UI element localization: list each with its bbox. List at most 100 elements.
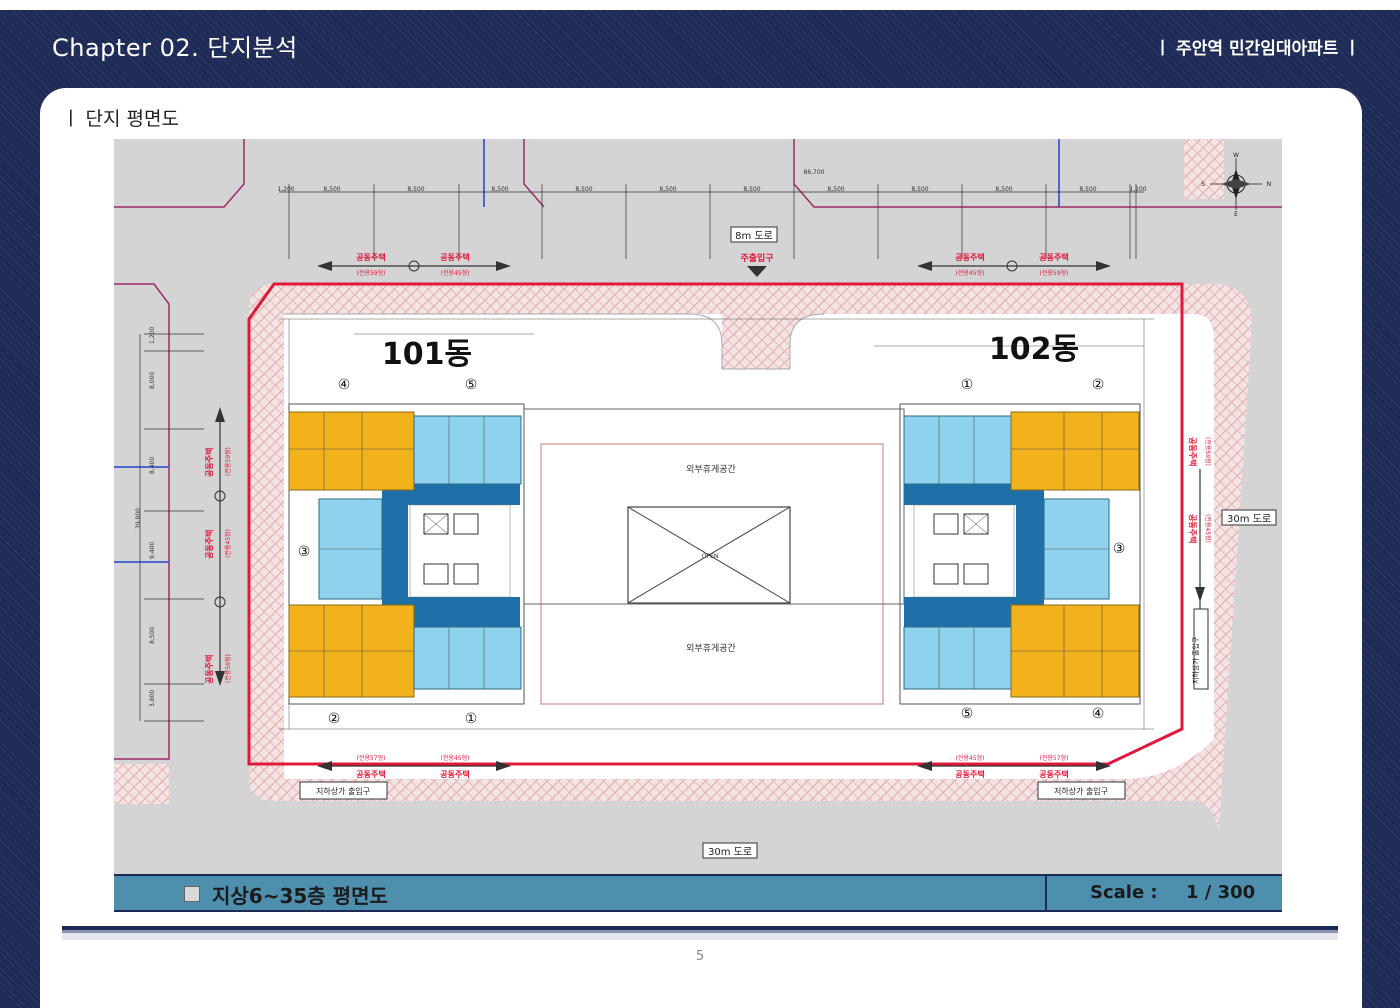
dim-end-left: 1,200 xyxy=(277,186,294,193)
unit-number: ③ xyxy=(1113,541,1126,557)
type-label: (전용59형) xyxy=(224,654,232,683)
dim-segment-7: 8,500 xyxy=(827,186,844,193)
dim-segment-4: 8,500 xyxy=(575,186,592,193)
unit-number: ① xyxy=(961,377,974,393)
unit-number: ② xyxy=(328,711,341,727)
dim-vertical-2: 8,000 xyxy=(149,372,156,389)
dim-vertical-6: 3,800 xyxy=(149,690,156,707)
bottom-rule xyxy=(62,926,1338,940)
type-label: (전용59형) xyxy=(224,447,232,476)
open-void: OPEN xyxy=(627,506,791,604)
north-access-101: 공동주택 (전용59형) 공동주택 (전용45형) xyxy=(317,252,511,277)
checkbox-icon xyxy=(184,886,200,902)
dim-segment-9: 8,500 xyxy=(995,186,1012,193)
south-access-102: (전용45형) 공동주택 (전용57형) 공동주택 xyxy=(917,754,1111,779)
unit-45-101-s xyxy=(413,626,522,690)
building-101: 101동 xyxy=(288,337,525,705)
building-102-label: 102동 xyxy=(989,332,1079,367)
compass-e: E xyxy=(1234,211,1238,218)
housing-label: 공동주택 xyxy=(955,252,984,262)
dim-segment-5: 8,500 xyxy=(659,186,676,193)
dim-segment-3: 8,500 xyxy=(491,186,508,193)
type-label: (전용45형) xyxy=(224,529,232,558)
plan-title: 지상6~35층 평면도 xyxy=(212,884,388,908)
unit-45-102-n xyxy=(903,415,1012,485)
open-label: OPEN xyxy=(702,553,719,560)
type-label: (전용45형) xyxy=(441,269,470,277)
east-access: 공동주택 (전용59형) 공동주택 (전용45형) 지하상가 출입구 xyxy=(1188,437,1212,690)
compass-w: W xyxy=(1233,152,1239,159)
unit-45-102-s xyxy=(903,626,1012,690)
building-102: 102동 xyxy=(899,332,1141,705)
unit-59-102-ne xyxy=(1010,411,1140,491)
housing-label: 공동주택 xyxy=(1039,769,1068,779)
dim-segment-10: 8,500 xyxy=(1079,186,1096,193)
type-label: (전용45형) xyxy=(956,754,985,762)
dim-vertical-total: 39,800 xyxy=(135,508,142,529)
unit-number: ⑤ xyxy=(465,377,478,393)
unit-45-101-n xyxy=(413,415,522,485)
unit-number: ④ xyxy=(1092,706,1105,722)
dim-segment-8: 8,500 xyxy=(911,186,928,193)
dim-vertical-4: 9,400 xyxy=(149,542,156,559)
top-border xyxy=(0,0,1400,10)
unit-number: ② xyxy=(1092,377,1105,393)
housing-label: 공동주택 xyxy=(356,769,385,779)
unit-number: ③ xyxy=(298,544,311,560)
unit-number: ① xyxy=(465,711,478,727)
type-label: (전용45형) xyxy=(1204,514,1212,543)
main-entrance-arrow xyxy=(747,266,767,277)
road-label-north: 8m 도로 xyxy=(735,231,773,242)
underground-entrance-east: 저하상가 출입구 xyxy=(1054,786,1108,796)
unit-number: ④ xyxy=(338,377,351,393)
type-label: (전용45형) xyxy=(441,754,470,762)
scale-value: 1 / 300 xyxy=(1186,882,1256,903)
west-access: 공동주택 (전용59형) 공동주택 (전용45형) 공동주택 (전용59형) xyxy=(204,407,232,686)
housing-label: 공동주택 xyxy=(440,769,469,779)
south-access-101: (전용57형) 공동주택 (전용45형) 공동주택 xyxy=(317,754,511,779)
section-title: ㅣ 단지 평면도 xyxy=(62,108,179,130)
road-label-south: 30m 도로 xyxy=(708,847,752,858)
housing-label: 공동주택 xyxy=(440,252,469,262)
dim-segment-1: 8,500 xyxy=(323,186,340,193)
dim-segment-6: 8,500 xyxy=(743,186,760,193)
dim-vertical-7: 1,200 xyxy=(149,327,156,344)
chapter-title: Chapter 02. 단지분석 xyxy=(52,34,298,62)
type-label: (전용45형) xyxy=(956,269,985,277)
housing-label: 공동주택 xyxy=(204,448,214,477)
unit-59-101-nw xyxy=(288,411,415,491)
road-label-east: 30m 도로 xyxy=(1227,514,1271,525)
site-plan-drawing: 86,700 8,500 8,500 8,500 8,500 8,500 8,5… xyxy=(114,139,1282,912)
housing-label: 공동주택 xyxy=(1188,437,1198,466)
dim-vertical-5: 8,500 xyxy=(149,627,156,644)
dim-total: 86,700 xyxy=(804,169,825,176)
housing-label: 공동주택 xyxy=(955,769,984,779)
compass-n: N xyxy=(1267,181,1272,188)
plan-title-bar: 지상6~35층 평면도 Scale : 1 / 300 xyxy=(114,874,1282,912)
rest-area-label-bottom: 외부휴게공간 xyxy=(686,642,736,654)
dim-segment-2: 8,500 xyxy=(407,186,424,193)
document-title: ㅣ 주안역 민간임대아파트 ㅣ xyxy=(1154,39,1360,59)
scale-label: Scale : xyxy=(1090,882,1158,903)
main-entrance-label: 주출입구 xyxy=(740,252,773,264)
rest-area-boundary xyxy=(540,443,884,705)
compass-s: S xyxy=(1201,181,1205,188)
dim-end-right: 1,200 xyxy=(1129,186,1146,193)
housing-label: 공동주택 xyxy=(356,252,385,262)
type-label: (전용59형) xyxy=(1040,269,1069,277)
north-access-102: 공동주택 (전용45형) 공동주택 (전용59형) xyxy=(917,252,1111,277)
type-label: (전용57형) xyxy=(1040,754,1069,762)
rest-area-label-top: 외부휴게공간 xyxy=(686,463,736,475)
divider xyxy=(1045,876,1047,910)
building-101-label: 101동 xyxy=(382,337,472,372)
page-number: 5 xyxy=(695,949,705,964)
type-label: (전용57형) xyxy=(357,754,386,762)
dim-vertical-3: 8,400 xyxy=(149,457,156,474)
housing-label: 공동주택 xyxy=(1188,514,1198,543)
east-underground-entrance: 지하상가 출입구 xyxy=(1191,636,1200,684)
compass-icon: W N E S xyxy=(1201,152,1271,218)
type-label: (전용59형) xyxy=(357,269,386,277)
housing-label: 공동주택 xyxy=(204,655,214,684)
housing-label: 공동주택 xyxy=(204,530,214,559)
unit-number: ⑤ xyxy=(961,706,974,722)
